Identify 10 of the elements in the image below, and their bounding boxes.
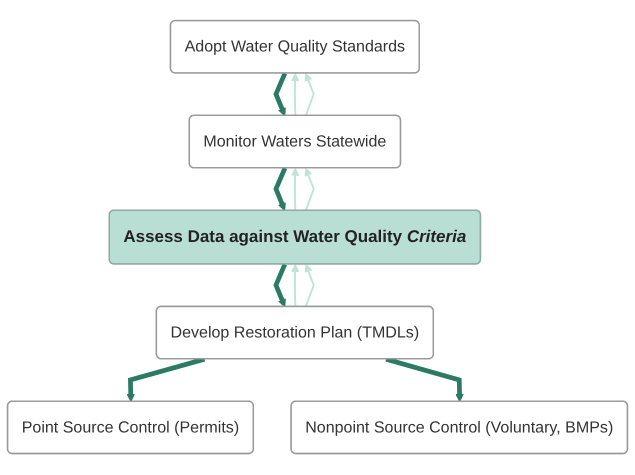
arrow — [304, 168, 315, 212]
arrow — [291, 264, 300, 308]
arrow — [291, 168, 300, 212]
arrow — [291, 73, 300, 116]
flowchart: Adopt Water Quality Standards Monitor Waters Statewide Assess Data against Water Quality Criteria Develop Restoration Plan (TMDLs) Point Source Control (Permits) Nonpoint Source Control (Voluntary, BMPs) — [0, 13, 635, 462]
arrow — [304, 73, 315, 117]
arrow — [304, 264, 315, 308]
arrow — [273, 264, 287, 308]
arrow — [273, 168, 288, 212]
arrow — [273, 72, 288, 117]
